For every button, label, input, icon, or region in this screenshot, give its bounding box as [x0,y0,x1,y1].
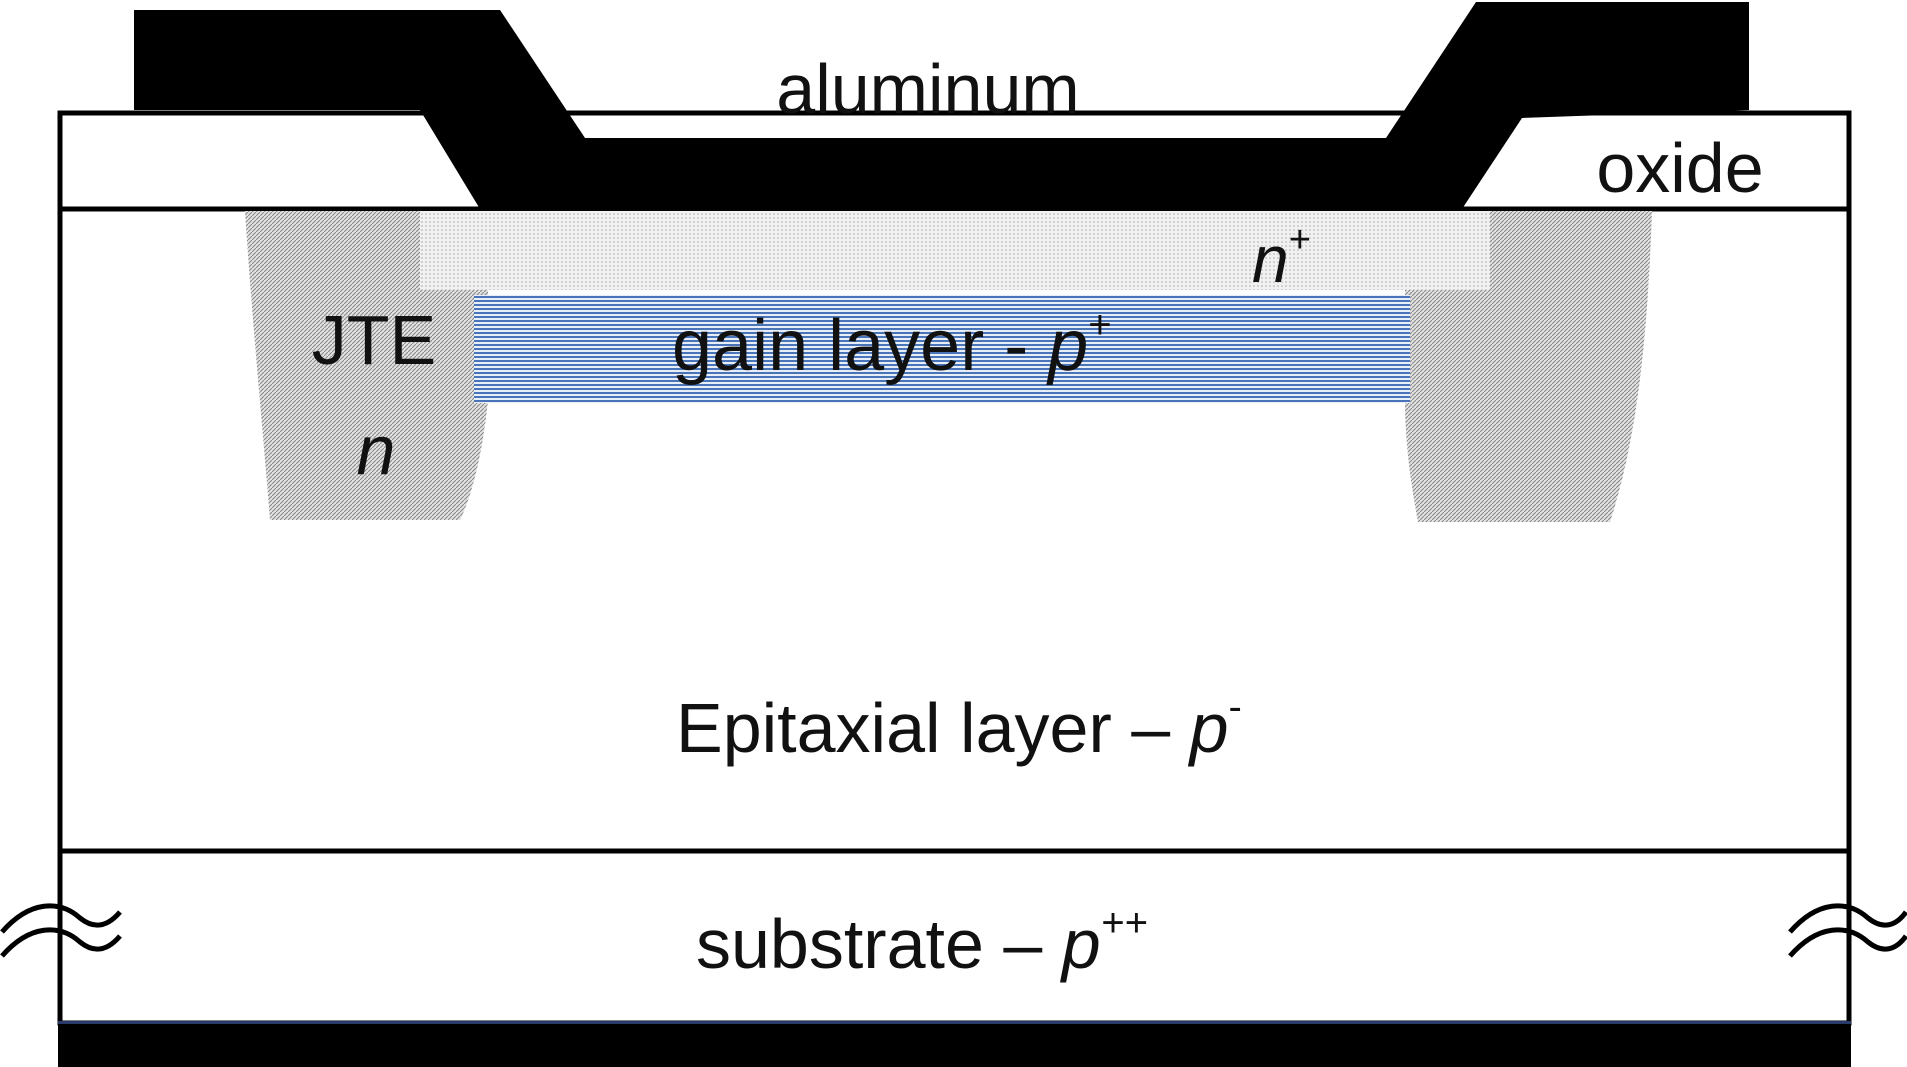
gain-layer-label-base: gain layer - [672,306,1048,386]
back-contact [58,1023,1851,1067]
epitaxial-layer-label: Epitaxial layer – p- [676,685,1242,767]
break-mark-right-upper [1788,903,1907,934]
substrate-label-p: p [1060,905,1101,983]
n-plus-label: n+ [1252,219,1311,296]
n-plus-region [420,211,1490,290]
substrate-layer [57,848,1852,1026]
jte-label: JTE [312,301,436,379]
substrate-label-sup: ++ [1101,901,1148,945]
gain-layer-label: gain layer - p+ [672,303,1112,386]
back-contact-edge [58,1021,1851,1024]
gain-layer-region [474,295,1410,403]
epitaxial-layer-label-p: p [1188,689,1229,767]
jte-right-region [1405,211,1652,522]
epitaxial-layer-label-sup: - [1229,685,1242,729]
jte-left-region [245,211,488,520]
substrate-label-base: substrate – [696,905,1062,983]
break-mark-left-lower [0,927,122,958]
break-mark-left-upper [0,903,122,934]
substrate-label: substrate – p++ [696,901,1147,983]
jte-n-label: n [357,411,396,489]
oxide-label: oxide [1596,129,1763,207]
break-mark-right-lower [1788,927,1907,958]
gain-layer-label-p: p [1046,306,1088,386]
aluminum-contact [134,2,1749,209]
n-plus-label-base: n [1252,222,1289,296]
gain-layer-label-sup: + [1088,303,1111,347]
epitaxial-layer-label-base: Epitaxial layer – [676,689,1190,767]
n-plus-label-sup: + [1289,219,1311,261]
aluminum-label: aluminum [776,50,1079,128]
